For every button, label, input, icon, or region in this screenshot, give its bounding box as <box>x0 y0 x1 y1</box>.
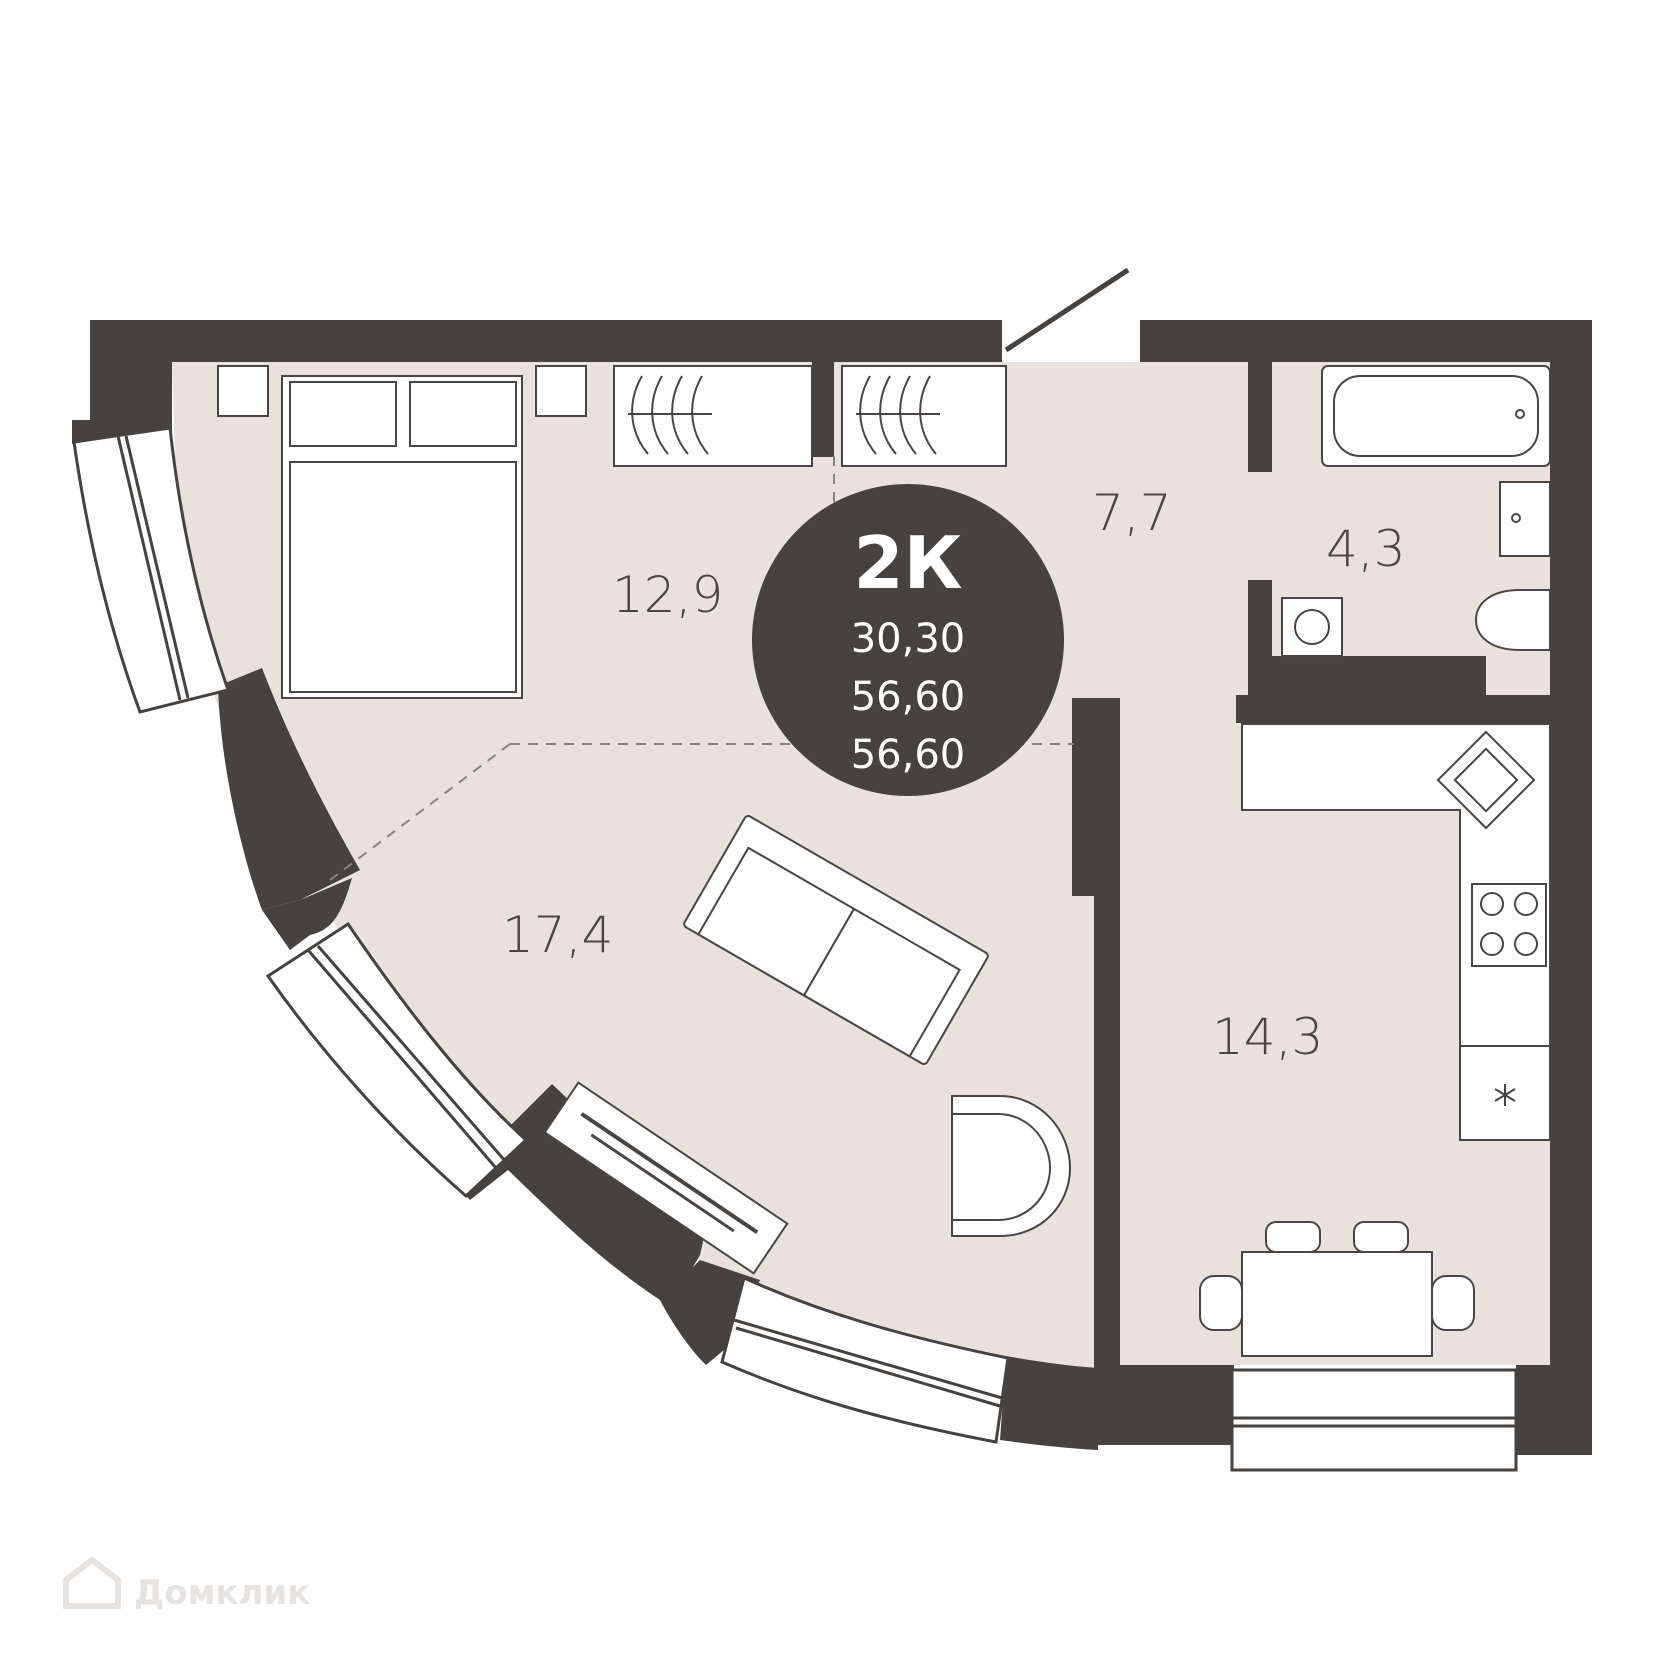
wall-curve-5 <box>1000 1356 1098 1450</box>
hangers-left <box>628 375 712 455</box>
toilet <box>1474 589 1551 651</box>
tv-stand <box>543 1081 789 1275</box>
window-lower-left-line <box>306 949 498 1169</box>
window-left-line <box>116 435 182 701</box>
kitchen-counter <box>1241 723 1551 1141</box>
walls <box>72 320 1592 1455</box>
wall-kitchen-divider-upper <box>1072 698 1120 896</box>
wall-top-right <box>1140 320 1592 362</box>
watermark-text: Домклик <box>134 1573 310 1613</box>
window-kitchen <box>1230 1368 1518 1472</box>
sofa-seat-right <box>802 907 962 1058</box>
furniture <box>217 365 1551 1357</box>
nightstand-right <box>535 365 587 417</box>
bathtub-inner <box>1333 375 1539 457</box>
armchair-seat <box>951 1113 1052 1221</box>
stove-burner <box>1514 892 1538 916</box>
washing-machine-drum <box>1294 609 1330 645</box>
bath-sink <box>1499 481 1551 557</box>
area-badge-circle <box>752 484 1064 796</box>
badge-apartment-type: 2К <box>854 521 963 605</box>
room-label-bedroom: 12,9 <box>612 566 723 624</box>
window-bottom-line <box>733 1318 1003 1400</box>
wall-corner-left <box>90 320 172 432</box>
fridge-snowflake-icon <box>1494 1084 1516 1106</box>
badge-total-area-2: 56,60 <box>851 732 966 778</box>
room-labels: 12,9 7,7 4,3 17,4 14,3 <box>502 484 1406 1066</box>
chair-top-right <box>1353 1221 1409 1253</box>
wall-curve-1 <box>218 668 360 910</box>
wall-bath-upper <box>1248 362 1272 472</box>
room-label-living: 17,4 <box>502 906 613 964</box>
wall-closet-divider <box>812 362 834 457</box>
sofa <box>683 815 989 1065</box>
house-logo-icon <box>63 1556 121 1609</box>
chair-top-left <box>1265 1221 1321 1253</box>
windows <box>72 426 1518 1472</box>
area-badge: 2К 30,30 56,60 56,60 <box>752 484 1064 796</box>
pillow-left <box>289 381 397 447</box>
pillow-right <box>409 381 517 447</box>
wall-kitchen-divider <box>1094 896 1120 1366</box>
watermark: Домклик <box>63 1556 310 1613</box>
door-leaf <box>1004 267 1130 353</box>
tv-screen-edge <box>590 1133 735 1233</box>
wall-bath-bottom-right <box>1236 695 1550 723</box>
window-bottom-line-2 <box>735 1326 1001 1408</box>
wall-top-left <box>90 320 1002 362</box>
bathtub-drain <box>1515 409 1525 419</box>
zone-line-diagonal <box>329 743 511 881</box>
window-bottom <box>720 1275 1010 1444</box>
chair-left <box>1199 1275 1243 1331</box>
wardrobe-right <box>841 365 1007 467</box>
bed-blanket <box>289 461 517 693</box>
badge-total-area: 56,60 <box>851 674 966 720</box>
room-label-hall: 7,7 <box>1092 484 1172 542</box>
wardrobe-left <box>613 365 813 467</box>
badge-living-area: 30,30 <box>851 616 966 662</box>
room-label-kitchen: 14,3 <box>1212 1008 1323 1066</box>
room-label-bathroom: 4,3 <box>1326 520 1406 578</box>
entrance-door <box>1004 267 1130 353</box>
kitchen-sink-inner <box>1453 747 1519 813</box>
chair-right <box>1431 1275 1475 1331</box>
tv-screen <box>580 1112 759 1234</box>
wall-right <box>1550 320 1592 1420</box>
stove-burner <box>1514 932 1538 956</box>
wall-bath-bottom <box>1248 656 1486 700</box>
stove-burner <box>1480 932 1504 956</box>
window-lower-left-line-2 <box>316 945 508 1163</box>
wall-curve-2 <box>262 878 352 950</box>
wall-right-bottom <box>1516 1365 1592 1455</box>
nightstand-left <box>217 365 269 417</box>
hangers-right <box>856 375 940 455</box>
bath-sink-drain <box>1511 513 1521 523</box>
dining-table <box>1241 1251 1433 1357</box>
wall-curve-4 <box>660 1260 760 1365</box>
house-logo-outline <box>63 1556 121 1609</box>
wall-bottom-kitchen <box>1094 1365 1234 1445</box>
window-left-line-2 <box>124 435 190 699</box>
snowflake-stroke <box>1494 1088 1516 1102</box>
stove-burner <box>1480 892 1504 916</box>
